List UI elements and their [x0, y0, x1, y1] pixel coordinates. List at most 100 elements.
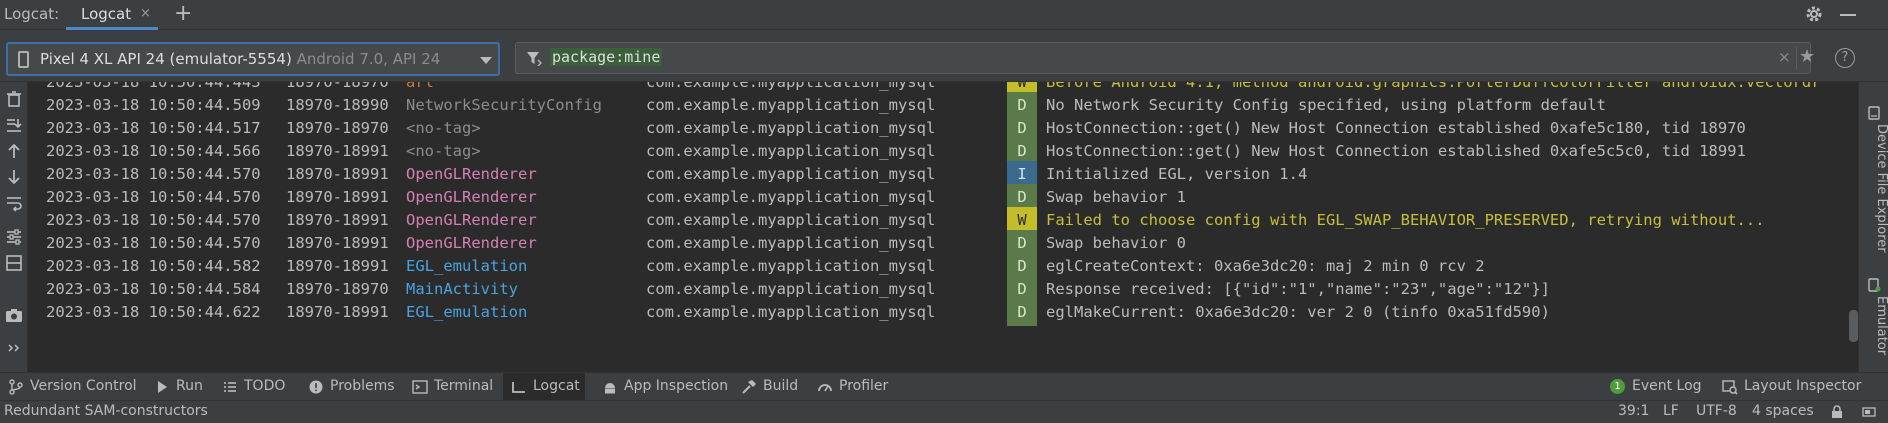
log-timestamp: 2023-03-18 10:50:44.570: [46, 234, 261, 252]
tool-terminal[interactable]: Terminal: [412, 373, 493, 401]
log-timestamp: 2023-03-18 10:50:44.584: [46, 280, 261, 298]
log-package: com.example.myapplication_mysql: [646, 96, 936, 114]
scroll-to-end-icon[interactable]: [5, 116, 23, 134]
memory-indicator-icon[interactable]: [1862, 405, 1876, 419]
log-message: No Network Security Config specified, us…: [1046, 96, 1606, 114]
filter-divider: [1796, 47, 1797, 69]
tool-app-inspection[interactable]: App Inspection: [602, 373, 728, 401]
logcat-tab-bar: Logcat: Logcat × +: [0, 0, 1888, 30]
log-message: Initialized EGL, version 1.4: [1046, 165, 1308, 183]
log-timestamp: 2023-03-18 10:50:44.443: [46, 82, 261, 91]
clear-logcat-icon[interactable]: [5, 90, 23, 108]
tool-profiler[interactable]: Profiler: [817, 373, 888, 401]
arrow-up-icon[interactable]: [5, 142, 23, 160]
event-log-count-badge: 1: [1610, 379, 1625, 394]
tool-todo[interactable]: TODO: [222, 373, 286, 401]
log-timestamp: 2023-03-18 10:50:44.622: [46, 303, 261, 321]
log-row[interactable]: 2023-03-18 10:50:44.570 18970-18991 OpenGL…: [28, 207, 1858, 234]
log-tag: EGL_emulation: [406, 303, 528, 321]
expand-more-icon[interactable]: [5, 338, 23, 356]
gear-icon[interactable]: [1803, 3, 1825, 25]
log-tag: OpenGLRenderer: [406, 211, 537, 229]
log-timestamp: 2023-03-18 10:50:44.570: [46, 211, 261, 229]
log-tag: art: [406, 82, 434, 91]
status-message[interactable]: Redundant SAM-constructors: [4, 403, 208, 419]
log-message: Response received: [{"id":"1","name":"23…: [1046, 280, 1550, 298]
help-icon[interactable]: ?: [1835, 48, 1855, 68]
device-selector[interactable]: Pixel 4 XL API 24 (emulator-5554) Androi…: [6, 42, 500, 76]
tab-logcat[interactable]: Logcat ×: [66, 0, 158, 30]
minimize-icon[interactable]: [1840, 14, 1856, 16]
log-level-badge: D: [1007, 115, 1037, 142]
emulator-icon: [1868, 278, 1881, 292]
log-level-badge: D: [1007, 230, 1037, 257]
log-timestamp: 2023-03-18 10:50:44.517: [46, 119, 261, 137]
line-separator[interactable]: LF: [1663, 403, 1679, 419]
filter-icon[interactable]: [526, 50, 542, 66]
device-file-explorer-tab[interactable]: Device File Explorer: [1874, 124, 1888, 253]
log-scrollbar[interactable]: [1849, 310, 1858, 342]
log-message: Failed to choose config with EGL_SWAP_BE…: [1046, 211, 1765, 229]
right-tool-stripe: Device File Explorer Emulator: [1858, 82, 1888, 400]
filter-query[interactable]: package:mine: [550, 48, 663, 66]
tool-event-log[interactable]: 1 Event Log: [1610, 373, 1702, 401]
chevron-down-icon: [480, 57, 492, 64]
log-tag: OpenGLRenderer: [406, 234, 537, 252]
screenshot-camera-icon[interactable]: [5, 306, 23, 324]
tool-build[interactable]: Build: [741, 373, 798, 401]
format-settings-icon[interactable]: [5, 228, 23, 246]
log-level-badge: I: [1007, 161, 1037, 188]
log-pid-tid: 18970-18991: [286, 165, 389, 183]
tool-window-bar: Version Control Run TODO Problems Te: [0, 372, 1888, 401]
caret-position[interactable]: 39:1: [1618, 403, 1650, 419]
device-name: Pixel 4 XL API 24 (emulator-5554) Androi…: [40, 50, 441, 68]
tool-logcat[interactable]: Logcat: [503, 373, 585, 401]
log-timestamp: 2023-03-18 10:50:44.509: [46, 96, 261, 114]
soft-wrap-icon[interactable]: [5, 194, 23, 212]
lock-icon[interactable]: [1830, 405, 1844, 419]
log-row[interactable]: 2023-03-18 10:50:44.570 18970-18991 OpenGL…: [28, 230, 1858, 257]
tool-layout-inspector[interactable]: Layout Inspector: [1722, 373, 1862, 401]
tool-run[interactable]: Run: [154, 373, 204, 401]
filter-input[interactable]: package:mine × ★: [515, 42, 1815, 74]
log-message: HostConnection::get() New Host Connectio…: [1046, 142, 1746, 160]
log-pid-tid: 18970-18991: [286, 211, 389, 229]
favorite-filter-icon[interactable]: ★: [1799, 46, 1816, 67]
problems-info-icon: [309, 380, 323, 394]
close-tab-icon[interactable]: ×: [140, 6, 151, 21]
log-tag: OpenGLRenderer: [406, 188, 537, 206]
clear-filter-icon[interactable]: ×: [1778, 48, 1791, 66]
log-level-badge: W: [1007, 207, 1037, 234]
tool-problems[interactable]: Problems: [308, 373, 395, 401]
log-level-badge: D: [1007, 92, 1037, 119]
logcat-icon: [512, 382, 525, 393]
split-panels-icon[interactable]: [5, 254, 23, 272]
android-icon: [605, 383, 615, 394]
log-message: Swap behavior 1: [1046, 188, 1186, 206]
logcat-side-toolbar: [0, 82, 28, 400]
log-pid-tid: 18970-18991: [286, 234, 389, 252]
hammer-icon: [742, 380, 756, 394]
log-timestamp: 2023-03-18 10:50:44.570: [46, 165, 261, 183]
profiler-gauge-icon: [818, 384, 832, 392]
file-encoding[interactable]: UTF-8: [1696, 403, 1737, 419]
log-message: eglCreateContext: 0xa6e3dc20: maj 2 min …: [1046, 257, 1485, 275]
emulator-tab[interactable]: Emulator: [1874, 296, 1888, 356]
log-package: com.example.myapplication_mysql: [646, 211, 936, 229]
add-tab-icon[interactable]: +: [174, 1, 193, 26]
arrow-down-icon[interactable]: [5, 168, 23, 186]
indent-setting[interactable]: 4 spaces: [1752, 403, 1814, 419]
log-tag: NetworkSecurityConfig: [406, 96, 602, 114]
tool-version-control[interactable]: Version Control: [8, 373, 137, 401]
logcat-toolbar: Pixel 4 XL API 24 (emulator-5554) Androi…: [0, 30, 1888, 82]
log-tag: <no-tag>: [406, 142, 481, 160]
